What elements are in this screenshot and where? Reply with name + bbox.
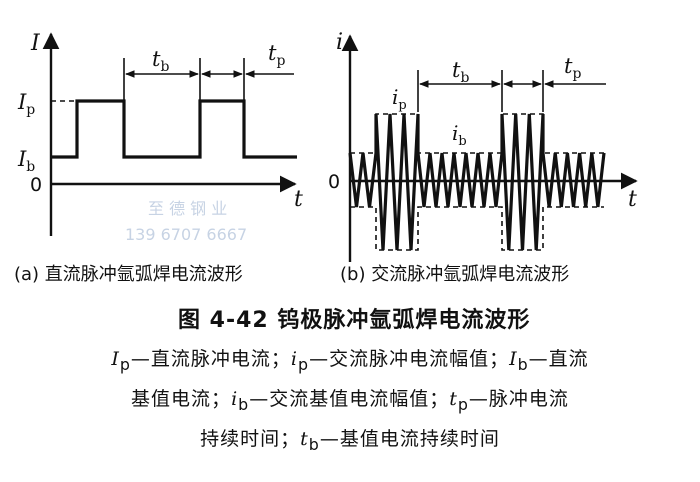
panel-a-x-axis-label: t: [294, 187, 303, 212]
panel-b-x-axis-label: t: [628, 187, 637, 212]
legend-term: 持续时间；: [200, 428, 301, 450]
panel-a-y-axis-label: I: [30, 31, 41, 56]
legend-line-1: Ip—直流脉冲电流；ip—交流脉冲电流幅值；Ib—直流: [0, 344, 700, 374]
panel-b-tp-label: tp: [564, 54, 581, 82]
panel-a-ib-label: Ib: [17, 147, 35, 175]
panel-a-tp-label: tp: [268, 41, 285, 69]
panel-b-ib-label: ib: [452, 121, 467, 149]
legend-term: Ib—直流: [509, 348, 589, 374]
panel-b-ac-pulse: i t 0 tb tp ip ib (b) 交流脉冲氩弧焊电流波形: [328, 30, 638, 285]
watermark-phone: 139 6707 6667: [125, 225, 247, 244]
panel-a-ip-label: Ip: [17, 90, 35, 118]
watermark-company: 至 德 钢 业: [148, 199, 227, 218]
legend-term: ib—交流基值电流幅值；: [231, 388, 450, 414]
legend-term: tp—脉冲电流: [449, 388, 569, 414]
panel-a-zero-label: 0: [30, 174, 42, 196]
figure-title: 图 4-42 钨极脉冲氩弧焊电流波形: [178, 307, 530, 333]
panel-b-lower-envelope: [350, 206, 604, 251]
legend-term: Ip—直流脉冲电流；: [111, 348, 291, 374]
legend-line-3: 持续时间；tb—基值电流持续时间: [0, 424, 700, 454]
panel-b-y-axis-label: i: [336, 30, 343, 55]
panel-b-ip-label: ip: [392, 85, 407, 113]
panel-a-caption: (a) 直流脉冲氩弧焊电流波形: [14, 264, 243, 285]
panel-a-tb-label: tb: [152, 47, 169, 75]
panel-b-zero-label: 0: [328, 171, 340, 193]
legend-term: ip—交流脉冲电流幅值；: [290, 348, 510, 374]
legend-term: 基值电流；: [131, 388, 232, 410]
panel-a-waveform: [51, 99, 297, 159]
legend-term: tb—基值电流持续时间: [300, 428, 500, 454]
legend-line-2: 基值电流；ib—交流基值电流幅值；tp—脉冲电流: [0, 384, 700, 414]
panel-b-waveform: [348, 113, 606, 251]
panel-a-dc-pulse: I t Ip Ib 0 tb tp (a) 直流脉冲氩弧焊电流波形: [14, 31, 303, 285]
panel-b-caption: (b) 交流脉冲氩弧焊电流波形: [340, 264, 569, 285]
panel-b-tb-label: tb: [452, 58, 469, 86]
